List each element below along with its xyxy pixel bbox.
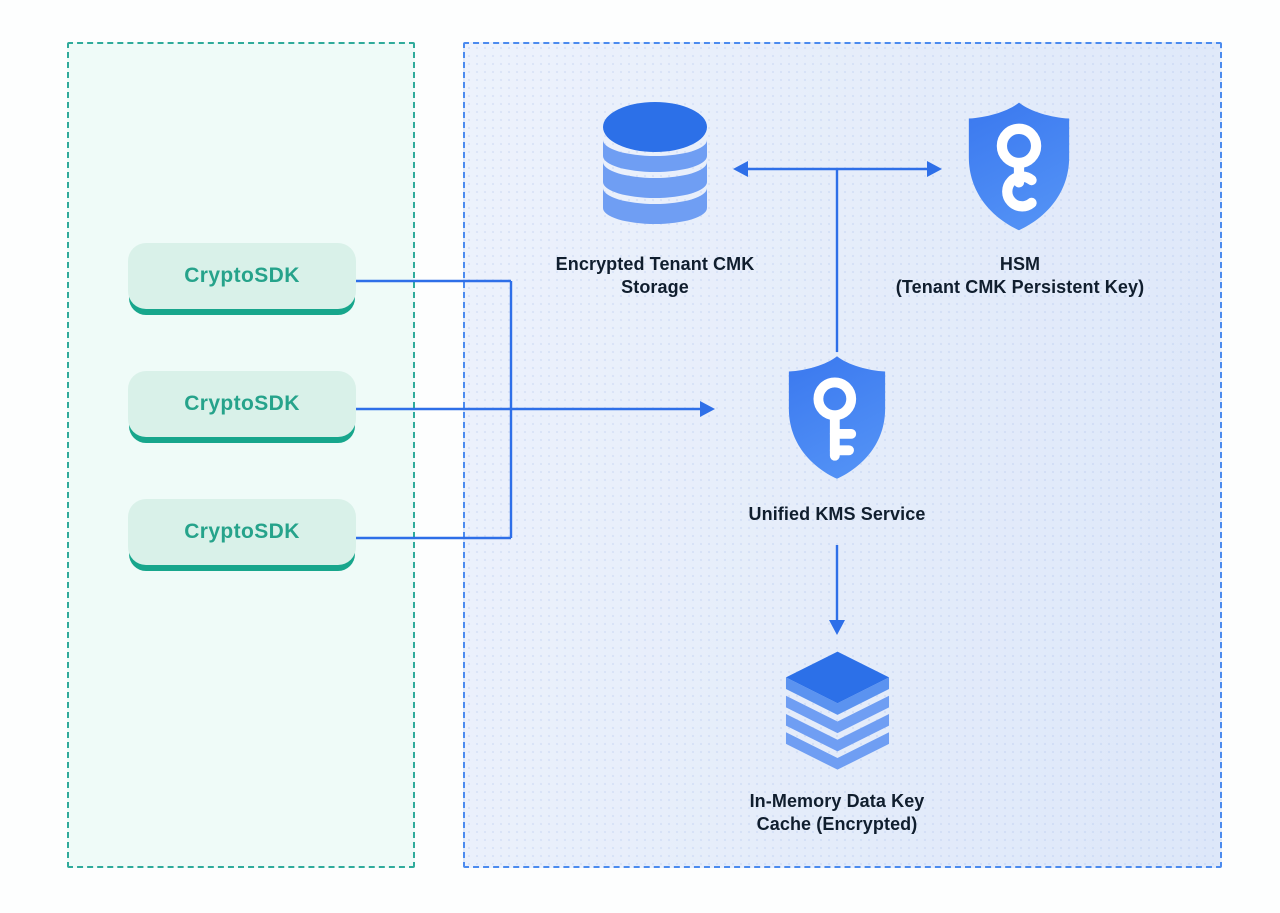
cache-label-line2: Cache (Encrypted) — [756, 814, 918, 834]
cache-label: In-Memory Data Key Cache (Encrypted) — [712, 790, 962, 836]
storage-label-line1: Encrypted Tenant CMK — [555, 254, 755, 274]
kms-label-line: Unified KMS Service — [748, 504, 926, 524]
cryptosdk-node-1: CryptoSDK — [128, 243, 356, 309]
database-icon — [603, 102, 707, 224]
cryptosdk-node-3: CryptoSDK — [128, 499, 356, 565]
stacked-layers-icon — [785, 651, 890, 770]
hsm-shield-key-icon — [968, 102, 1070, 231]
storage-label-line2: Storage — [621, 277, 689, 297]
hsm-label: HSM (Tenant CMK Persistent Key) — [845, 253, 1195, 299]
cryptosdk-label-2: CryptoSDK — [184, 392, 300, 415]
client-zone-panel — [67, 42, 415, 868]
cryptosdk-node-2: CryptoSDK — [128, 371, 356, 437]
cryptosdk-label-3: CryptoSDK — [184, 520, 300, 543]
cache-label-line1: In-Memory Data Key — [749, 791, 925, 811]
storage-label: Encrypted Tenant CMK Storage — [505, 253, 805, 299]
kms-label: Unified KMS Service — [712, 503, 962, 526]
hsm-label-line1: HSM — [999, 254, 1041, 274]
cryptosdk-label-1: CryptoSDK — [184, 264, 300, 287]
kms-shield-key-icon — [788, 356, 886, 479]
hsm-label-line2: (Tenant CMK Persistent Key) — [895, 277, 1145, 297]
